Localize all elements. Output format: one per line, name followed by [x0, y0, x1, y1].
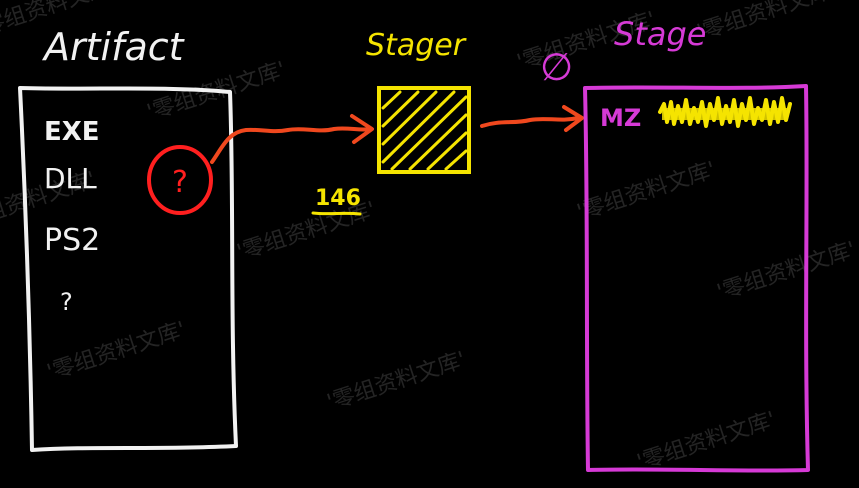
artifact-item-ps2: PS2	[44, 223, 100, 258]
arrow-artifact-to-stager	[210, 114, 374, 164]
watermark: '零组资料文库'	[634, 407, 779, 475]
artifact-item-exe: EXE	[44, 117, 100, 147]
null-set-icon: ∅	[540, 45, 573, 89]
stager-size-label: 146	[315, 186, 361, 211]
artifact-box	[18, 86, 238, 452]
stager-box	[377, 86, 471, 174]
question-mark-icon: ?	[172, 165, 188, 200]
watermark: '零组资料文库'	[44, 317, 189, 385]
artifact-item-dll: DLL	[44, 162, 97, 195]
question-circle	[147, 145, 213, 215]
stage-bytes-fill	[662, 108, 788, 120]
watermark: '零组资料文库'	[324, 347, 469, 415]
watermark: '零组资料文库'	[574, 157, 719, 225]
stager-title: Stager	[366, 28, 467, 63]
watermark: '零组资料文库'	[694, 0, 839, 46]
artifact-title: Artifact	[41, 25, 186, 69]
stager-group: Stager 146	[311, 28, 471, 216]
stager-size-underline	[311, 211, 362, 216]
stage-box	[583, 84, 810, 473]
stage-header-label: MZ	[600, 104, 641, 132]
stage-group: Stage ∅ MZ	[540, 15, 810, 473]
stage-title: Stage	[614, 15, 706, 53]
artifact-group: Artifact EXE DLL PS2 ? ?	[18, 25, 238, 452]
watermark-layer: '零组资料文库' '零组资料文库' '零组资料文库' '零组资料文库' '零组资…	[0, 0, 859, 476]
watermark: '零组资料文库'	[714, 237, 859, 305]
stager-hatching	[381, 90, 468, 171]
arrow-stager-to-stage	[480, 105, 584, 132]
artifact-item-unknown: ?	[60, 288, 73, 316]
